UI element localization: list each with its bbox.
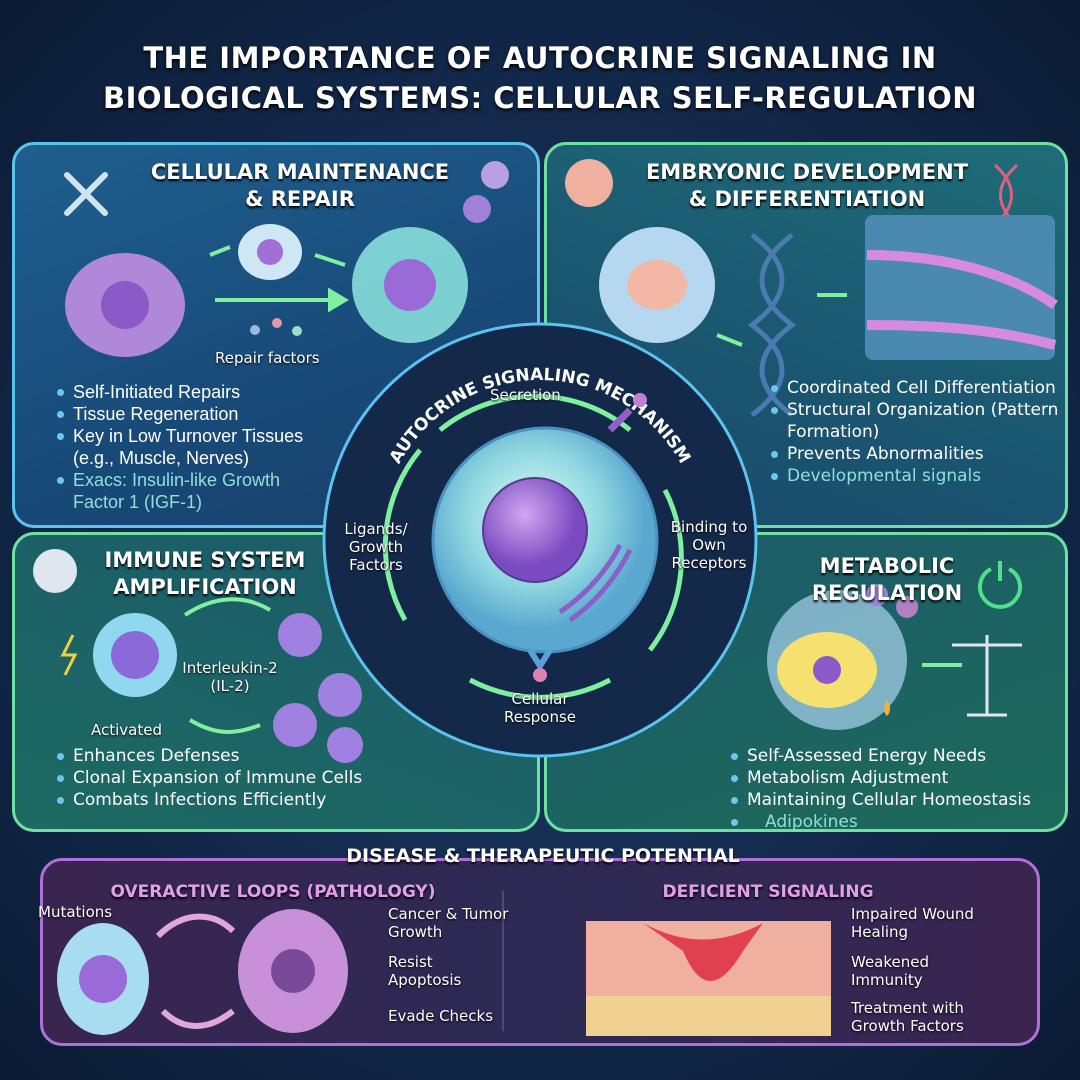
panel-title: IMMUNE SYSTEM AMPLIFICATION — [75, 547, 335, 601]
panel-title: DISEASE & THERAPEUTIC POTENTIAL — [346, 845, 740, 867]
bullet-list: Coordinated Cell Differentiation Structu… — [769, 377, 1059, 487]
il2-label: Interleukin-2 (IL-2) — [182, 659, 278, 695]
title-line: REGULATION — [811, 581, 963, 605]
power-icon — [978, 561, 1022, 609]
list-item: Tissue Regeneration — [55, 403, 323, 425]
title-line-1: THE IMPORTANCE OF AUTOCRINE SIGNALING IN — [143, 41, 937, 75]
panel-disease-therapeutic: DISEASE & THERAPEUTIC POTENTIAL OVERACTI… — [38, 845, 1040, 1046]
label-response: Cellular Response — [503, 690, 577, 726]
embryo-illustration — [565, 159, 1058, 417]
bullet-list: Self-Initiated Repairs Tissue Regenerati… — [55, 381, 323, 513]
cycle-arrows — [382, 393, 684, 700]
bullet-list: Self-Assessed Energy Needs Metabolism Ad… — [729, 745, 1059, 833]
activated-label: Activated — [91, 721, 162, 739]
list-item: Clonal Expansion of Immune Cells — [55, 767, 405, 789]
receptor-top — [607, 407, 633, 433]
list-item: Adipokines — [729, 811, 1059, 833]
mutations-label: Mutations — [38, 903, 113, 921]
lightning-icon — [60, 634, 78, 676]
panel-embryonic-development: EMBRYONIC DEVELOPMENT & DIFFERENTIATION C… — [544, 142, 1068, 528]
list-item: Self-Assessed Energy Needs — [729, 745, 1059, 767]
list-item: Treatment with Growth Factors — [851, 999, 964, 1035]
wrench-icon — [64, 172, 108, 216]
list-item: Developmental signals — [769, 465, 1059, 487]
autocrine-mechanism-diagram: AUTOCRINE SIGNALING MECHANISM — [322, 322, 758, 758]
title-line: & REPAIR — [245, 187, 355, 211]
list-item: Evade Checks — [388, 1007, 494, 1025]
list-item: Maintaining Cellular Homeostasis — [729, 789, 1059, 811]
list-item: Cancer & Tumor Growth — [388, 905, 509, 941]
list-item: Combats Infections Efficiently — [55, 789, 405, 811]
list-item: Structural Organization (Pattern Formati… — [769, 399, 1059, 443]
title-line: IMMUNE SYSTEM — [104, 548, 306, 572]
list-item: Coordinated Cell Differentiation — [769, 377, 1059, 399]
receptor — [527, 648, 553, 672]
panel-title: EMBRYONIC DEVELOPMENT & DIFFERENTIATION — [627, 159, 987, 213]
title-line: AMPLIFICATION — [113, 575, 297, 599]
title-line: & DIFFERENTIATION — [688, 187, 926, 211]
embryo-icon — [565, 159, 613, 207]
label-binding: Binding to Own Receptors — [670, 518, 748, 572]
list-item: Weakened Immunity — [851, 953, 930, 989]
panel-cellular-maintenance: CELLULAR MAINTENANCE & REPAIR Repair fact… — [12, 142, 540, 528]
label-secretion: Secretion — [490, 386, 561, 404]
list-item: Metabolism Adjustment — [729, 767, 1059, 789]
golgi — [558, 543, 633, 623]
list-item: Key in Low Turnover Tissues (e.g., Muscl… — [55, 425, 323, 469]
title-line: CELLULAR MAINTENANCE — [150, 160, 450, 184]
title-line-2: BIOLOGICAL SYSTEMS: CELLULAR SELF-REGULA… — [102, 81, 978, 115]
disease-illustration — [57, 891, 831, 1036]
list-item: Self-Initiated Repairs — [55, 381, 323, 403]
panel-title: CELLULAR MAINTENANCE & REPAIR — [135, 159, 465, 213]
balance-scale-icon — [952, 635, 1022, 717]
bullet-list: Enhances Defenses Clonal Expansion of Im… — [55, 745, 405, 811]
title-line: EMBRYONIC DEVELOPMENT — [645, 160, 969, 184]
metabolic-illustration — [767, 561, 1022, 730]
repair-factors-label: Repair factors — [215, 349, 320, 367]
title-line: METABOLIC — [819, 554, 955, 578]
section-title: DEFICIENT SIGNALING — [662, 882, 874, 902]
list-item: Impaired Wound Healing — [851, 905, 974, 941]
list-item: Exacs: Insulin-like Growth Factor 1 (IGF… — [55, 469, 323, 513]
repair-illustration — [64, 161, 509, 357]
page-title: THE IMPORTANCE OF AUTOCRINE SIGNALING IN… — [0, 38, 1080, 118]
nucleus — [482, 477, 588, 583]
list-item: Prevents Abnormalities — [769, 443, 1059, 465]
panel-title: METABOLIC REGULATION — [807, 553, 967, 607]
list-item: Resist Apoptosis — [388, 953, 462, 989]
immune-illustration — [33, 549, 363, 763]
label-ligands: Ligands/ Growth Factors — [344, 520, 408, 574]
list-item: Enhances Defenses — [55, 745, 405, 767]
immune-cell-icon — [33, 549, 77, 593]
section-title: OVERACTIVE LOOPS (PATHOLOGY) — [110, 882, 436, 902]
